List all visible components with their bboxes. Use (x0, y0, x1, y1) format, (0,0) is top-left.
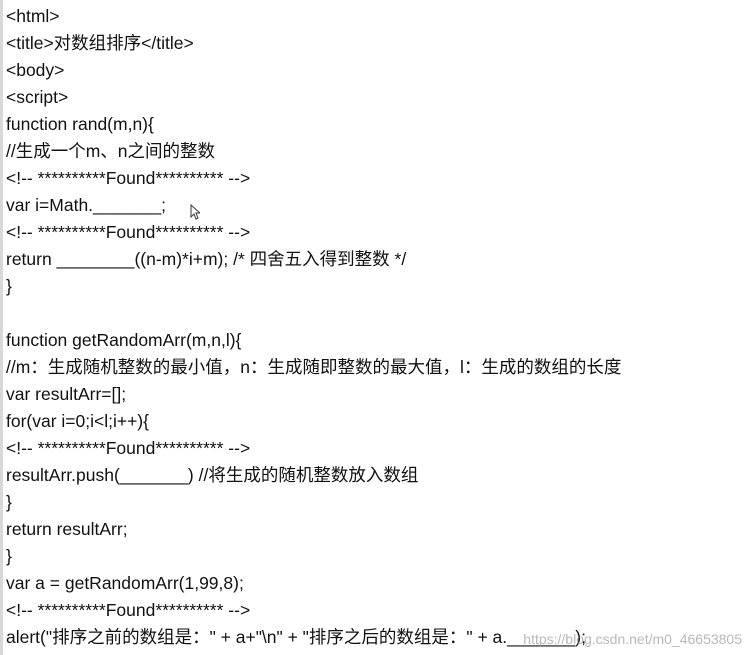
code-line: //生成一个m、n之间的整数 (6, 141, 216, 161)
code-line: return ________((n-m)*i+m); /* 四舍五入得到整数 … (6, 249, 407, 269)
code-line: resultArr.push(_______) //将生成的随机整数放入数组 (6, 465, 419, 485)
code-line: <!-- **********Found********** --> (6, 168, 251, 188)
code-lines: <html> <title>对数组排序</title> <body> <script>… (6, 3, 746, 651)
code-line: //m：生成随机整数的最小值，n：生成随即整数的最大值，l：生成的数组的长度 (6, 357, 622, 377)
code-line: for(var i=0;i<l;i++){ (6, 411, 149, 431)
code-line: var a = getRandomArr(1,99,8); (6, 573, 244, 593)
code-line: function getRandomArr(m,n,l){ (6, 330, 242, 350)
code-line: <!-- **********Found********** --> (6, 600, 251, 620)
code-line: alert("排序之前的数组是：" + a+"\n" + "排序之后的数组是："… (6, 627, 586, 647)
code-line: <!-- **********Found********** --> (6, 222, 251, 242)
code-line: <body> (6, 60, 65, 80)
code-line: var i=Math._______; (6, 195, 167, 215)
code-line: function rand(m,n){ (6, 114, 154, 134)
code-line: } (6, 546, 12, 566)
code-line: return resultArr; (6, 519, 128, 539)
editor-gutter (0, 0, 3, 655)
code-line: <script> (6, 87, 69, 107)
code-line: <!-- **********Found********** --> (6, 438, 251, 458)
code-line: <html> (6, 6, 60, 26)
code-line: } (6, 276, 12, 296)
code-line: var resultArr=[]; (6, 384, 127, 404)
watermark-text: https://blog.csdn.net/m0_46653805 (523, 631, 742, 647)
code-line (6, 300, 746, 327)
code-line: <title>对数组排序</title> (6, 33, 194, 53)
code-line: } (6, 492, 12, 512)
